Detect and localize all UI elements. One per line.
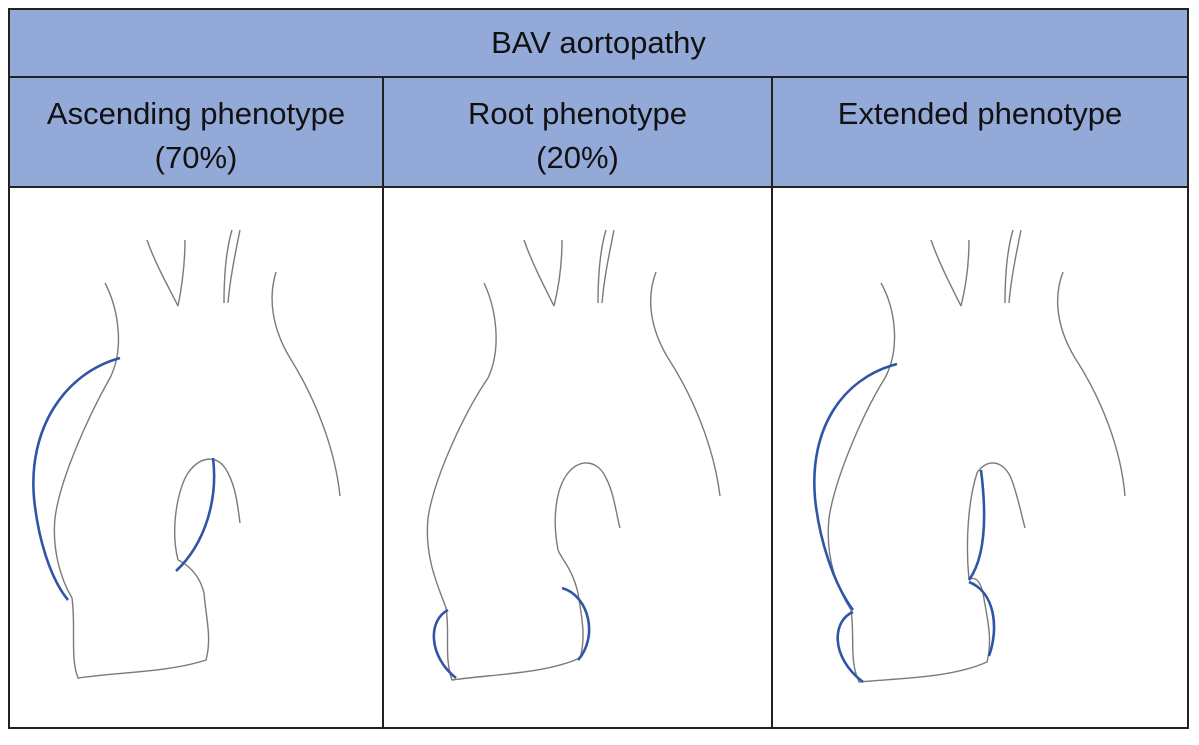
aorta-outer-wall <box>53 282 210 679</box>
branch-vessel-1 <box>523 239 555 307</box>
descending-aorta-wall <box>650 271 721 497</box>
phenotype-share: (70%) <box>154 140 238 175</box>
header-ascending: Ascending phenotype (70%) <box>10 78 384 186</box>
aorta-outer-wall <box>426 282 584 681</box>
dilation-root-left <box>836 610 864 684</box>
branch-vessel-2 <box>597 229 607 304</box>
branch-vessel-1 <box>930 239 962 307</box>
dilation-ascending-outer <box>32 356 121 601</box>
aorta-inner-wall <box>174 458 241 561</box>
branch-vessel-1 <box>146 239 179 307</box>
header-extended: Extended phenotype <box>773 78 1187 186</box>
phenotype-share: (20%) <box>536 140 619 175</box>
branch-vessel-2b <box>601 229 615 304</box>
cell-ascending <box>10 188 384 727</box>
aorta-inner-wall <box>966 462 1026 581</box>
dilation-ascending-inner <box>967 469 986 581</box>
branch-vessel-2b <box>1008 229 1022 304</box>
phenotype-table: BAV aortopathy Ascending phenotype (70%)… <box>8 8 1189 729</box>
cell-extended <box>773 188 1187 727</box>
dilation-root-right <box>561 586 591 661</box>
aorta-extended-drawing <box>813 229 1126 684</box>
aorta-outer-wall <box>827 282 991 683</box>
header-row: Ascending phenotype (70%) Root phenotype… <box>10 78 1187 188</box>
phenotype-name: Ascending phenotype <box>46 96 346 131</box>
branch-vessel-2b <box>227 229 241 304</box>
dilation-root-right <box>968 580 996 657</box>
branch-vessel-1b <box>553 239 563 307</box>
phenotype-name: Root phenotype <box>468 96 687 131</box>
table-title: BAV aortopathy <box>10 10 1187 78</box>
descending-aorta-wall <box>271 271 341 497</box>
branch-vessel-1b <box>177 239 186 307</box>
aorta-ascending-drawing <box>32 229 341 679</box>
aorta-inner-wall <box>554 462 621 551</box>
cell-root <box>384 188 773 727</box>
header-root: Root phenotype (20%) <box>384 78 773 186</box>
dilation-ascending-inner <box>175 457 216 572</box>
branch-vessel-2 <box>1004 229 1014 304</box>
dilation-root-left <box>432 608 457 680</box>
descending-aorta-wall <box>1057 271 1126 497</box>
phenotype-name: Extended phenotype <box>837 96 1123 131</box>
illustration-row <box>10 188 1187 727</box>
aorta-root-drawing <box>426 229 721 681</box>
dilation-ascending-outer <box>813 362 898 611</box>
branch-vessel-2 <box>223 229 233 304</box>
branch-vessel-1b <box>960 239 970 307</box>
